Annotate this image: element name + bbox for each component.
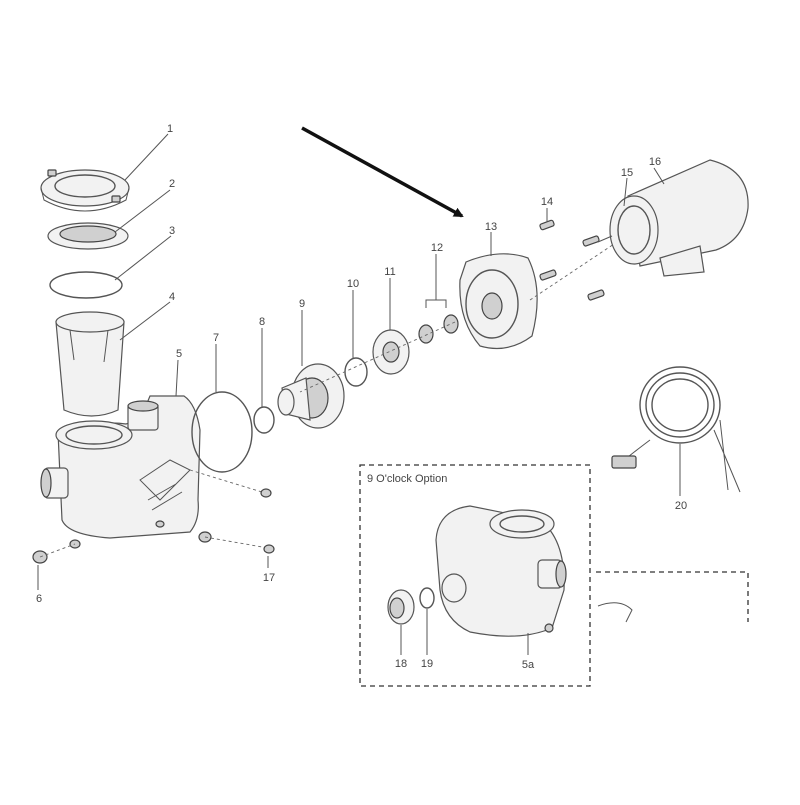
- part-20-power-cord: [611, 366, 741, 493]
- part-5-pump-housing: [40, 395, 201, 549]
- part-7-o-ring: [191, 391, 253, 473]
- callout-5: 5: [176, 348, 182, 360]
- part-11-impeller: [372, 329, 410, 375]
- part-4-basket: [55, 311, 125, 417]
- callout-13: 13: [485, 221, 497, 233]
- callout-20: 20: [675, 500, 687, 512]
- callout-1: 1: [167, 123, 173, 135]
- leader-dash-17: [189, 469, 269, 549]
- part-13-seal-plate: [299, 239, 621, 393]
- pointer-arrow: [301, 126, 464, 218]
- leader-dash-6: [39, 543, 76, 558]
- callout-16: 16: [649, 156, 661, 168]
- part-18-plug: [387, 589, 415, 625]
- callout-labels: 1 2 3 4 5 6 7 8 9 10 11 12 13 14 15 16 1…: [36, 123, 687, 671]
- callout-7: 7: [213, 332, 219, 344]
- callout-3: 3: [169, 225, 175, 237]
- part-10-seal-ring: [344, 357, 368, 387]
- callout-17: 17: [263, 572, 275, 584]
- callout-9: 9: [299, 298, 305, 310]
- callout-6: 6: [36, 593, 42, 605]
- callout-12: 12: [431, 242, 443, 254]
- part-2-lid: [47, 222, 129, 250]
- callout-19: 19: [421, 658, 433, 670]
- callout-10: 10: [347, 278, 359, 290]
- part-12-seal: [418, 299, 459, 344]
- part-16-motor: [597, 159, 749, 277]
- part-14-screws: [539, 219, 605, 301]
- callout-11: 11: [384, 266, 395, 278]
- part-19-o-ring: [419, 587, 435, 609]
- callout-14: 14: [541, 196, 553, 208]
- callout-2: 2: [169, 178, 175, 190]
- callout-4: 4: [169, 291, 175, 303]
- callout-18: 18: [395, 658, 407, 670]
- callout-5a: 5a: [522, 659, 535, 671]
- part-5a-housing: [435, 505, 567, 637]
- part-3-o-ring: [49, 271, 123, 299]
- part-9-diffuser: [277, 363, 345, 429]
- callout-15: 15: [621, 167, 633, 179]
- option-box-title: 9 O'clock Option: [367, 473, 447, 485]
- callout-8: 8: [259, 316, 265, 328]
- part-1-lid-ring: [40, 169, 130, 212]
- leader-lines: [37, 133, 681, 655]
- part-8-o-ring: [253, 406, 275, 434]
- option-box-connector: [596, 571, 749, 622]
